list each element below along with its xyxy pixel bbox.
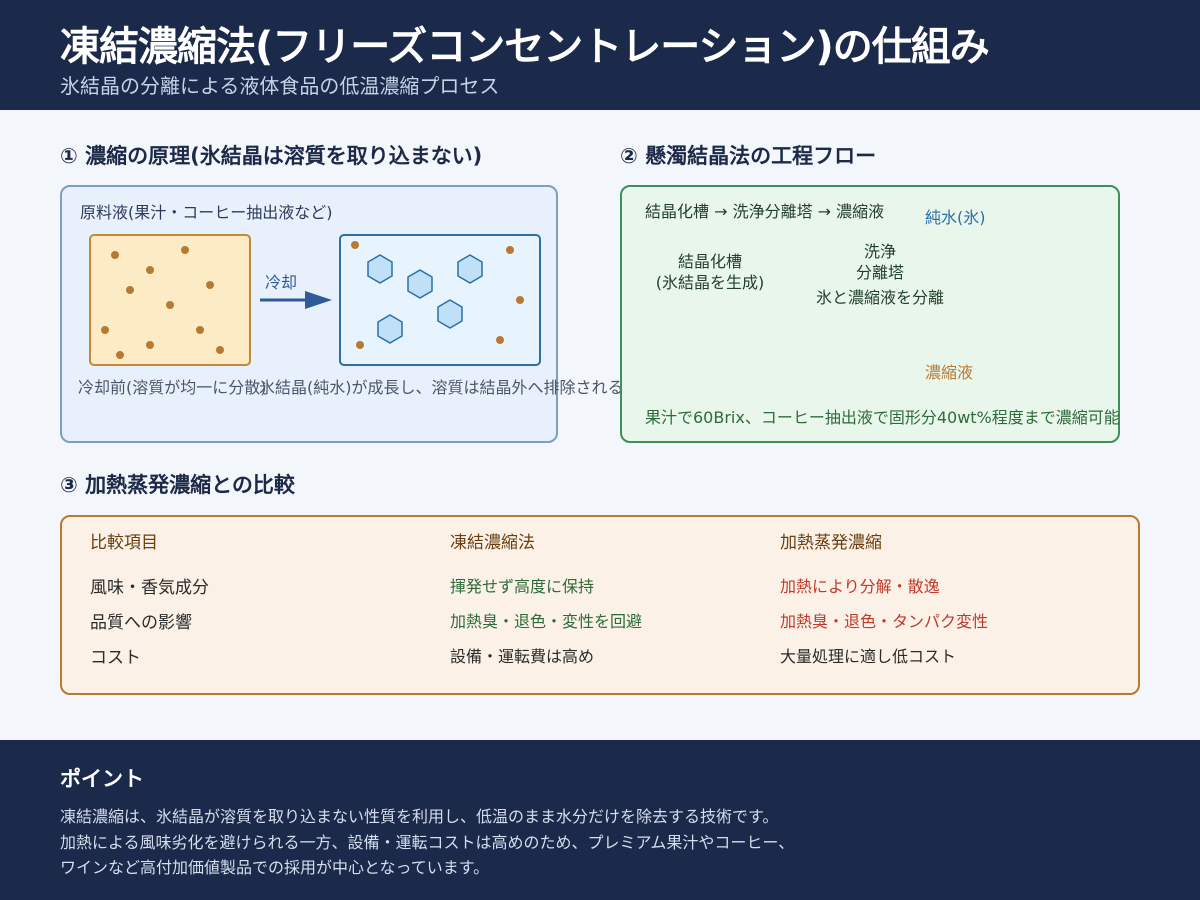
- table-header-item: 比較項目: [90, 533, 158, 553]
- table-cell-freeze: 設備・運転費は高め: [450, 647, 595, 666]
- tower-label-line2: 分離塔: [855, 263, 904, 282]
- header-banner: [0, 0, 1200, 110]
- process-flow-panel: [620, 185, 1120, 443]
- caption-before-cooling: 冷却前(溶質が均一に分散): [78, 378, 267, 397]
- section3-heading: ③ 加熱蒸発濃縮との比較: [60, 473, 295, 497]
- raw-liquid-label: 原料液(果汁・コーヒー抽出液など): [80, 203, 333, 222]
- footer-heading: ポイント: [60, 767, 144, 791]
- after-cooling-box: [339, 234, 541, 366]
- cooling-label: 冷却: [265, 273, 298, 292]
- footer-line: 加熱による風味劣化を避けられる一方、設備・運転コストは高めのため、プレミアム果汁…: [60, 833, 795, 852]
- page-title: 凍結濃縮法(フリーズコンセントレーション)の仕組み: [60, 24, 990, 70]
- output-ice-label: 純水(氷): [925, 208, 986, 227]
- footer-line: ワインなど高付加価値製品での採用が中心となっています。: [60, 858, 490, 877]
- caption-after-cooling: 氷結晶(純水)が成長し、溶質は結晶外へ排除される: [259, 378, 624, 397]
- table-header-freeze: 凍結濃縮法: [450, 533, 535, 553]
- table-cell-item: 品質への影響: [90, 613, 192, 633]
- section1-heading: ① 濃縮の原理(氷結晶は溶質を取り込まない): [60, 144, 483, 168]
- concentration-note: 果汁で60Brix、コーヒー抽出液で固形分40wt%程度まで濃縮可能: [645, 408, 1120, 427]
- tower-note: 氷と濃縮液を分離: [816, 288, 945, 307]
- before-cooling-box: [89, 234, 251, 366]
- table-cell-heat: 大量処理に適し低コスト: [780, 647, 957, 666]
- comparison-table: [60, 515, 1140, 695]
- output-concentrate-label: 濃縮液: [925, 363, 974, 382]
- footer-panel: [0, 740, 1200, 900]
- page-subtitle: 氷結晶の分離による液体食品の低温濃縮プロセス: [60, 74, 500, 98]
- table-cell-item: コスト: [90, 648, 141, 668]
- table-cell-item: 風味・香気成分: [90, 578, 209, 598]
- table-cell-heat: 加熱により分解・散逸: [780, 577, 940, 596]
- tank-label-line2: (氷結晶を生成): [655, 273, 765, 292]
- footer-line: 凍結濃縮は、氷結晶が溶質を取り込まない性質を利用し、低温のまま水分だけを除去する…: [60, 807, 779, 826]
- table-cell-freeze: 加熱臭・退色・変性を回避: [450, 612, 643, 631]
- section2-heading: ② 懸濁結晶法の工程フロー: [620, 144, 877, 168]
- table-cell-heat: 加熱臭・退色・タンパク変性: [780, 612, 989, 631]
- tower-label-line1: 洗浄: [863, 242, 896, 261]
- solute-particles-after: [351, 241, 524, 349]
- tank-label-line1: 結晶化槽: [677, 252, 742, 271]
- solute-particles-before: [101, 246, 224, 359]
- ice-crystals: [367, 254, 483, 344]
- flow-summary: 結晶化槽 → 洗浄分離塔 → 濃縮液: [645, 202, 885, 221]
- table-cell-freeze: 揮発せず高度に保持: [450, 577, 595, 596]
- table-header-heat: 加熱蒸発濃縮: [780, 533, 882, 553]
